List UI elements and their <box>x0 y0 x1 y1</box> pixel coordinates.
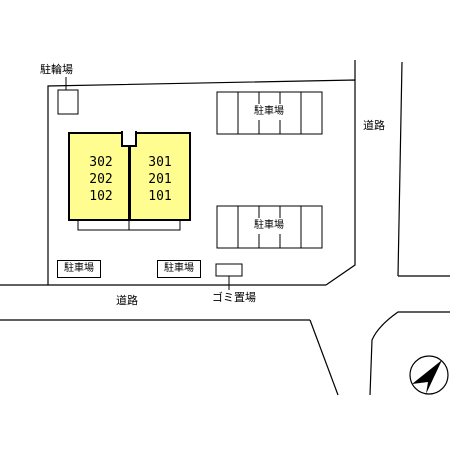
bicycle-parking-box <box>57 89 79 115</box>
unit-101: 101 <box>148 189 172 204</box>
road-bottom-label: 道路 <box>116 294 138 307</box>
building-right-wing <box>129 132 191 221</box>
road-lines <box>0 60 450 396</box>
units-right: 301 201 101 <box>143 154 177 205</box>
bicycle-parking-label: 駐輪場 <box>40 63 73 76</box>
units-left: 302 202 102 <box>84 154 118 205</box>
parking-mid-small-label: 駐車場 <box>157 260 201 278</box>
unit-102: 102 <box>89 189 113 204</box>
parking-left-small-label: 駐車場 <box>57 260 101 278</box>
garbage-area-box <box>215 263 243 277</box>
unit-202: 202 <box>89 172 113 187</box>
building-balcony <box>77 219 181 231</box>
building-left-wing <box>68 132 130 221</box>
parking-right-label: 駐車場 <box>249 218 289 234</box>
unit-301: 301 <box>148 155 172 170</box>
north-arrow-icon <box>409 355 449 395</box>
garbage-label: ゴミ置場 <box>212 291 256 304</box>
unit-201: 201 <box>148 172 172 187</box>
building-notch <box>121 131 137 147</box>
unit-302: 302 <box>89 155 113 170</box>
parking-top-label: 駐車場 <box>249 104 289 120</box>
building-notch-cover <box>123 131 135 134</box>
road-right-label: 道路 <box>363 119 385 132</box>
